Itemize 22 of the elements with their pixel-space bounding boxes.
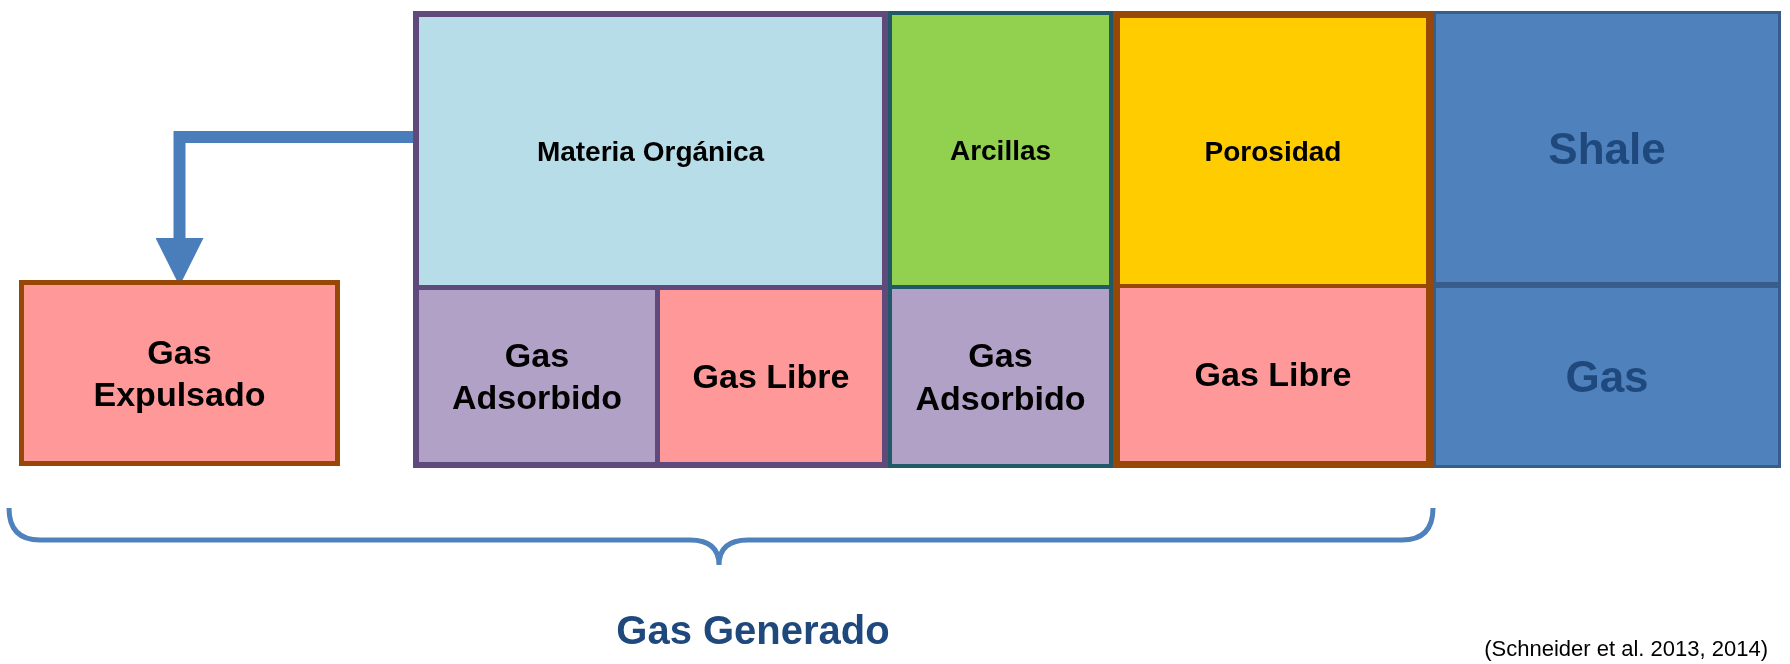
panel-title: Arcillas [949, 133, 1052, 168]
cell-label: Gas [1565, 351, 1649, 403]
gas-cell [892, 285, 1109, 464]
gas-cell [1120, 284, 1426, 461]
cell-label: Gas Libre [692, 355, 850, 397]
panel-title: Porosidad [1204, 134, 1342, 169]
gas-cell [419, 285, 655, 462]
gas-box [1433, 285, 1781, 468]
brace-label: Gas Generado [616, 608, 890, 653]
shale-box [1433, 11, 1781, 285]
organic-matter-panel [413, 11, 888, 468]
cell-label: Gas Adsorbido [451, 334, 623, 418]
citation: (Schneider et al. 2013, 2014) [1484, 636, 1768, 662]
panel-title: Materia Orgánica [536, 134, 765, 169]
gas-box [19, 280, 340, 466]
clay-panel [888, 11, 1113, 468]
cell-label: Shale [1548, 122, 1666, 175]
cell-label: Gas Expulsado [92, 331, 267, 415]
gas-cell [655, 285, 882, 462]
cell-label: Gas Libre [1194, 354, 1352, 396]
cell-label: Gas Adsorbido [914, 335, 1087, 419]
porosity-panel [1113, 11, 1433, 468]
